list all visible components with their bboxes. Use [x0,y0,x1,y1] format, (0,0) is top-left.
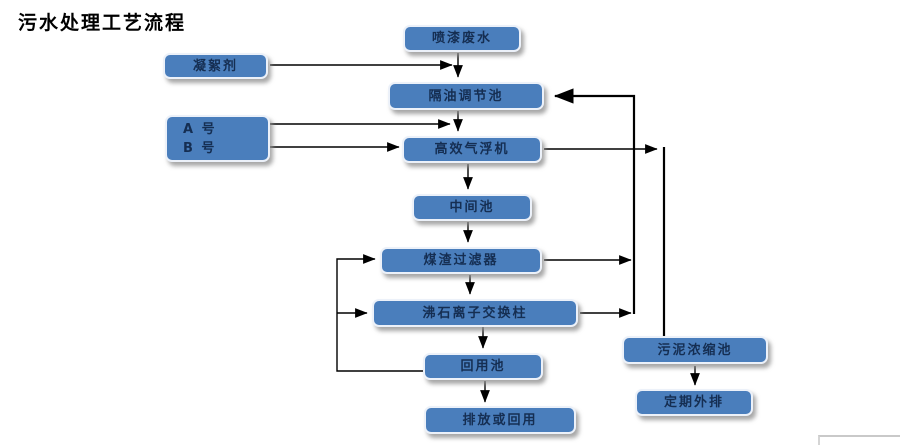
reagent-b-label: B 号 [183,140,217,156]
node-reuse-tank: 回用池 [423,353,543,380]
node-discharge-or-reuse: 排放或回用 [424,406,576,434]
node-air-flotation: 高效气浮机 [402,136,542,163]
node-oil-separation-tank: 隔油调节池 [388,82,544,110]
node-sludge-thickening: 污泥浓缩池 [622,336,768,364]
node-zeolite-ion-column: 沸石离子交换柱 [372,299,578,327]
node-spray-wastewater: 喷漆废水 [403,25,521,52]
node-coagulant: 凝絮剂 [163,53,268,79]
reagent-a-label: A 号 [183,121,217,137]
line-return-to-oiltank [553,88,636,314]
page-title: 污水处理工艺流程 [18,12,187,34]
cropped-shape-artifact [818,435,900,445]
node-periodic-discharge: 定期外排 [635,389,753,416]
node-intermediate-tank: 中间池 [412,194,532,221]
node-reagents-ab: A 号 B 号 [165,115,270,162]
node-slag-filter: 煤渣过滤器 [380,247,542,274]
